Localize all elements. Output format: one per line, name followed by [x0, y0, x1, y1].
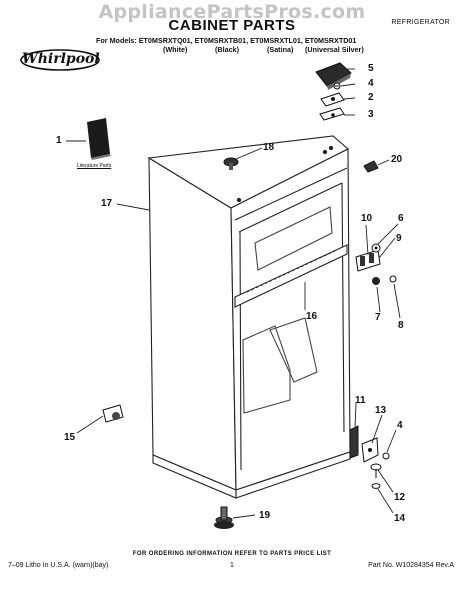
callout-9: 9: [396, 233, 402, 244]
ordering-note: FOR ORDERING INFORMATION REFER TO PARTS …: [132, 551, 332, 557]
callout-19: 19: [259, 510, 271, 521]
callout-4-bottom: 4: [397, 420, 403, 431]
callout-15: 15: [64, 432, 76, 443]
top-hinge-shim: [319, 107, 345, 121]
literature-parts-label: Literature Parts: [77, 163, 112, 169]
whirlpool-logo: Whirlpool: [18, 48, 100, 72]
callout-7: 7: [375, 312, 381, 323]
front-roller: [102, 404, 124, 423]
leader-lines: [66, 68, 401, 519]
callout-14: 14: [394, 513, 406, 524]
part-number: Part No. W10284354 Rev.A: [368, 562, 454, 569]
top-hinge-cover: [315, 62, 352, 90]
callout-1: 1: [56, 135, 62, 146]
litho-info: 7–09 Litho In U.S.A. (warn)(bay): [8, 562, 109, 569]
callout-10: 10: [361, 213, 373, 224]
callout-16: 16: [306, 311, 318, 322]
callout-3: 3: [368, 109, 374, 120]
bottom-hinge-bracket: [361, 437, 379, 463]
watermark: AppliancePartsPros.com: [98, 1, 366, 23]
callout-8: 8: [398, 320, 404, 331]
center-hinge: [355, 249, 381, 272]
callout-4: 4: [368, 78, 374, 89]
top-hinge: [320, 92, 345, 107]
callout-18: 18: [263, 142, 275, 153]
cabinet-plug-button: [223, 157, 239, 170]
bottom-hinge-pin: [370, 463, 382, 478]
bottom-hinge-screw: [382, 452, 390, 460]
bottom-hinge: [349, 425, 359, 459]
callout-6: 6: [398, 213, 404, 224]
callout-11: 11: [355, 395, 366, 406]
color-white: (White): [163, 45, 188, 54]
appliance-category: REFRIGERATOR: [391, 19, 450, 26]
callout-12: 12: [394, 492, 406, 503]
callout-2: 2: [368, 92, 374, 103]
callout-13: 13: [375, 405, 387, 416]
color-satina: (Satina): [267, 45, 294, 54]
bottom-hinge-washer: [371, 483, 381, 489]
callout-5: 5: [368, 63, 374, 74]
page-title: CABINET PARTS: [168, 17, 296, 34]
models-line: For Models: ET0MSRXTQ01, ET0MSRXTB01, ET…: [96, 36, 357, 45]
center-hinge-bushing: [372, 277, 380, 285]
color-black: (Black): [215, 45, 239, 54]
callout-20: 20: [391, 154, 403, 165]
hinge-hole-plug: [363, 160, 379, 173]
literature-booklet: [87, 118, 111, 160]
leveling-leg: [214, 506, 234, 529]
center-hinge-screw: [389, 275, 397, 283]
refrigerator-cabinet: [147, 135, 351, 499]
color-universal-silver: (Universal Silver): [305, 45, 364, 54]
page-number: 1: [230, 562, 234, 569]
callout-17: 17: [101, 198, 113, 209]
center-hinge-washer: [371, 243, 381, 253]
top-hinge-screw: [333, 82, 341, 90]
